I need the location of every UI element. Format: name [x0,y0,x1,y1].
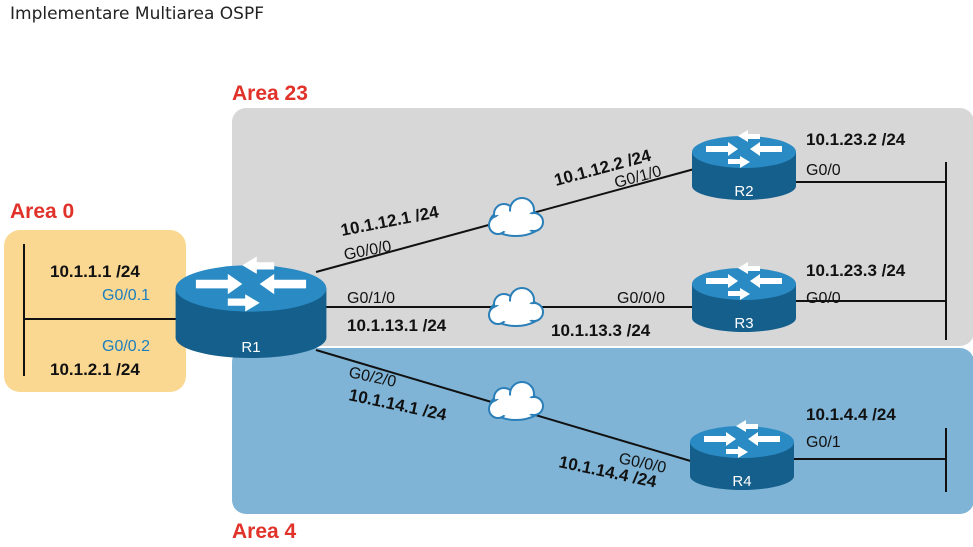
page-title: Implementare Multiarea OSPF [10,4,264,24]
router-r4-label: R4 [732,473,751,490]
r3-r1-ip: 10.1.13.3 /24 [551,321,651,340]
r1-lan1-interface: G0/0.1 [102,287,150,304]
r1-lan1-ip: 10.1.1.1 /24 [50,262,140,281]
router-r2-label: R2 [734,183,753,200]
area-23-label: Area 23 [232,82,308,105]
r1-r3-ip: 10.1.13.1 /24 [347,316,447,335]
area-0-region [4,230,186,392]
area-4-region [232,348,973,514]
r2-lan-ip: 10.1.23.2 /24 [806,130,906,149]
r3-r1-interface: G0/0/0 [617,290,665,307]
router-r3-label: R3 [734,315,753,332]
r1-lan2-interface: G0/0.2 [102,338,150,355]
r3-lan-ip: 10.1.23.3 /24 [806,261,906,280]
r4-lan-ip: 10.1.4.4 /24 [806,405,896,424]
area-0-label: Area 0 [10,200,74,223]
r2-lan-interface: G0/0 [806,162,841,179]
r3-lan-interface: G0/0 [806,290,841,307]
r1-lan2-ip: 10.1.2.1 /24 [50,360,140,379]
router-r1-label: R1 [241,339,260,356]
r1-r3-interface: G0/1/0 [347,290,395,307]
area-4-label: Area 4 [232,520,297,543]
r4-lan-interface: G0/1 [806,434,841,451]
